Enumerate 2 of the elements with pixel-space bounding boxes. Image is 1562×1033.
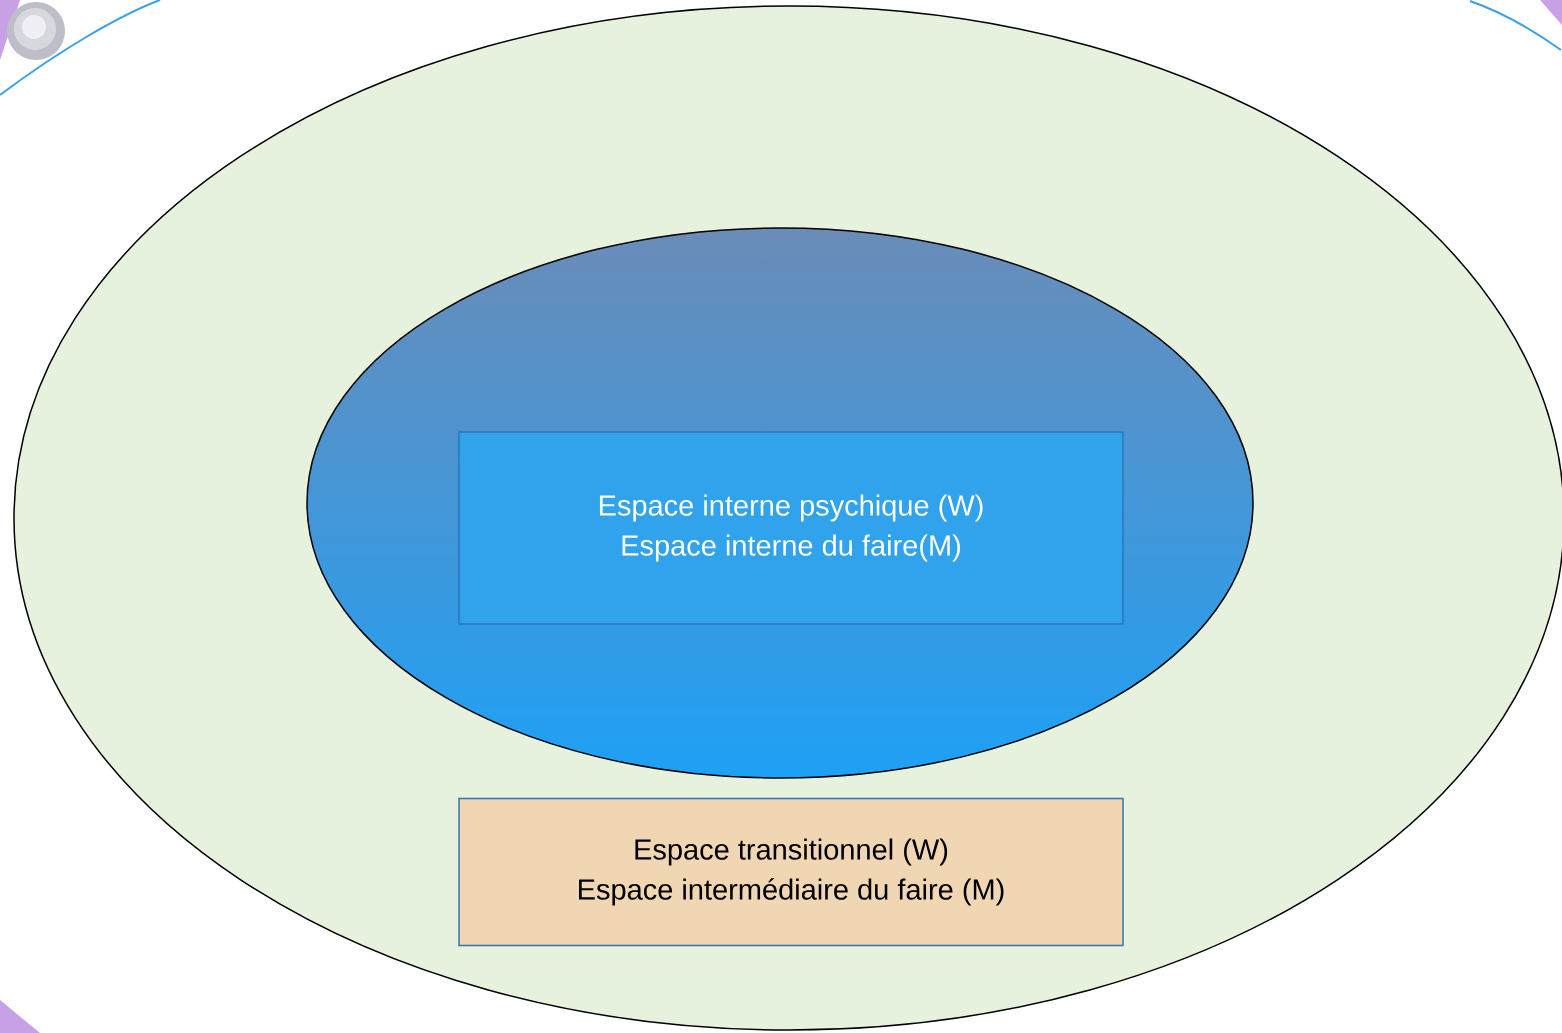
text-box: Espace transitionnel (W) Espace intermédiaire du faire (M): [458, 797, 1124, 947]
text-box: Espace interne psychique (W) Espace interne du faire(M): [458, 431, 1124, 625]
